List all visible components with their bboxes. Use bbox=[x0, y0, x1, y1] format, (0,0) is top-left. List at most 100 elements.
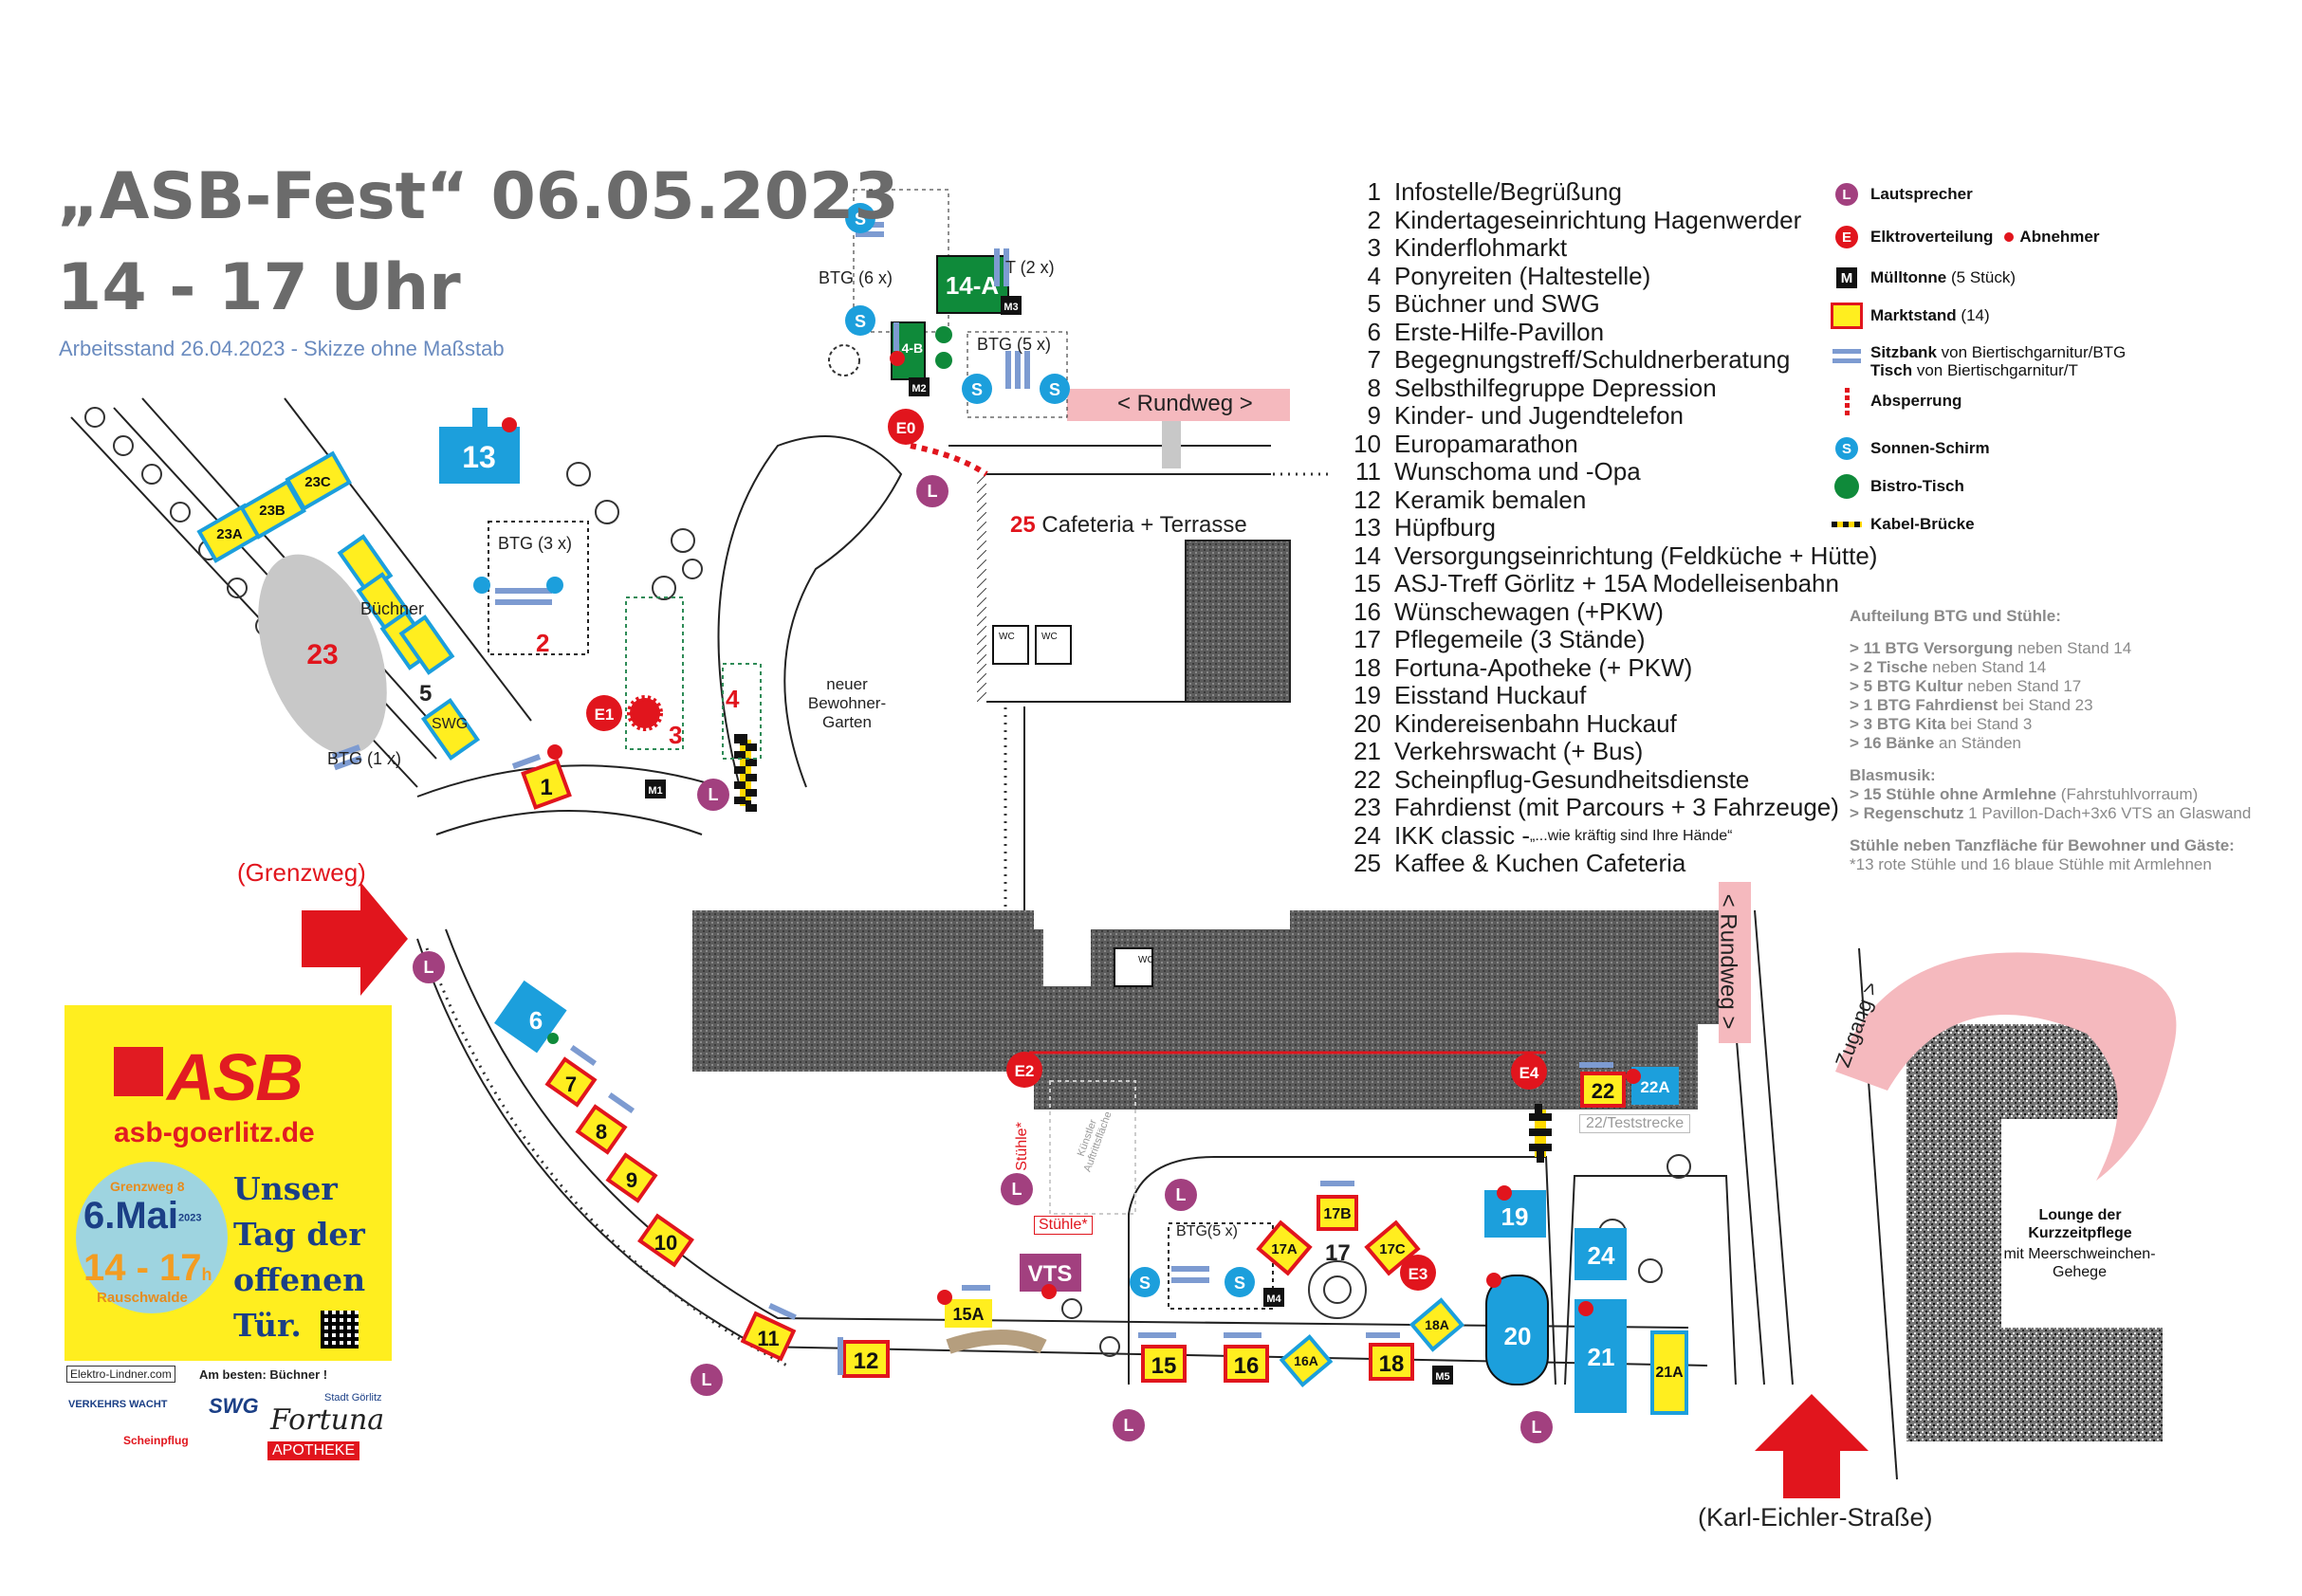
station-number: 11 bbox=[1355, 457, 1381, 486]
poster-time-suffix: h bbox=[201, 1265, 212, 1284]
poster-address: Grenzweg 8 bbox=[110, 1179, 185, 1194]
station-note: „...wie kräftig sind Ihre Hände“ bbox=[1530, 827, 1733, 844]
stand-17a: 17A bbox=[1256, 1220, 1313, 1276]
info-row-bold: > 5 BTG Kultur bbox=[1850, 677, 1963, 695]
station-label: Scheinpflug-Gesundheitsdienste bbox=[1394, 764, 1750, 794]
station-number: 6 bbox=[1367, 317, 1381, 346]
sponsor-stadt: Stadt Görlitz bbox=[324, 1392, 382, 1403]
page-subtitle: Arbeitsstand 26.04.2023 - Skizze ohne Ma… bbox=[59, 337, 505, 360]
btg5-label: BTG (5 x) bbox=[977, 335, 1052, 354]
svg-text:6: 6 bbox=[529, 1006, 543, 1035]
svg-text:24: 24 bbox=[1588, 1241, 1615, 1270]
stand-7: 7 bbox=[544, 1056, 598, 1108]
stand-23-label: 23 bbox=[306, 639, 338, 670]
info-row-bold: > 11 BTG Versorgung bbox=[1850, 639, 2014, 657]
asb-cross-icon bbox=[114, 1047, 163, 1096]
poster-date-text: 6.Mai bbox=[83, 1195, 179, 1237]
svg-text:22A: 22A bbox=[1640, 1078, 1669, 1096]
svg-text:S: S bbox=[1049, 380, 1060, 399]
stand-24 bbox=[1575, 1228, 1627, 1280]
qr-code-icon[interactable] bbox=[321, 1311, 359, 1348]
svg-text:WC: WC bbox=[999, 632, 1015, 642]
stand-16: 16 bbox=[1224, 1345, 1269, 1383]
svg-text:18A: 18A bbox=[1425, 1317, 1449, 1332]
legend-bench-bold: Sitzbank bbox=[1870, 343, 1937, 361]
chairs-heading: Stühle neben Tanzfläche für Bewohner und… bbox=[1850, 836, 2235, 854]
svg-text:L: L bbox=[709, 785, 719, 804]
stand-16a: 16A bbox=[1279, 1333, 1334, 1388]
stand-15: 15 bbox=[1141, 1345, 1187, 1383]
stand-5-label: 5 bbox=[419, 681, 433, 706]
btg5b-label: BTG(5 x) bbox=[1176, 1223, 1238, 1239]
station-number: 8 bbox=[1367, 373, 1381, 402]
legend-bench: Sitzbank von Biertischgarnitur/BTG Tisch… bbox=[1831, 343, 2126, 379]
umbrella-markers: S S S S S S bbox=[473, 203, 1255, 1297]
poster-place: Rauschwalde bbox=[97, 1290, 188, 1306]
svg-text:10: 10 bbox=[654, 1231, 677, 1255]
stand-22: 22 bbox=[1580, 1072, 1626, 1108]
station-label: Kindertageseinrichtung Hagenwerder bbox=[1394, 205, 1802, 234]
stand-10: 10 bbox=[637, 1213, 694, 1268]
svg-text:WC: WC bbox=[1138, 955, 1154, 965]
power-icon: E bbox=[1835, 226, 1858, 248]
legend-bistro: Bistro-Tisch bbox=[1831, 474, 1964, 499]
lounge-title: Lounge der Kurzzeitpflege bbox=[2028, 1207, 2132, 1241]
stand-4-label: 4 bbox=[726, 685, 740, 713]
svg-text:21: 21 bbox=[1588, 1343, 1615, 1371]
legend-cable: Kabel-Brücke bbox=[1831, 512, 1975, 537]
btg-heading: Aufteilung BTG und Stühle: bbox=[1850, 607, 2061, 625]
stuehle-vertical-label: Stühle* bbox=[1013, 1122, 1030, 1171]
legend-speaker-label: Lautsprecher bbox=[1870, 185, 1973, 203]
legend-barrier: Absperrung bbox=[1831, 387, 1961, 415]
svg-text:23A: 23A bbox=[216, 526, 243, 542]
svg-text:L: L bbox=[1012, 1180, 1022, 1199]
svg-text:S: S bbox=[971, 380, 983, 399]
legend-bistro-label: Bistro-Tisch bbox=[1870, 477, 1964, 495]
station-number: 20 bbox=[1354, 708, 1381, 738]
stand-21a: 21A bbox=[1650, 1330, 1688, 1415]
station-number: 9 bbox=[1367, 401, 1381, 430]
svg-text:E4: E4 bbox=[1519, 1064, 1539, 1082]
svg-text:VTS: VTS bbox=[1028, 1261, 1073, 1287]
info-row: > 15 Stühle ohne Armlehne (Fahrstuhlvorr… bbox=[1850, 785, 2251, 804]
info-row: > 3 BTG Kita bei Stand 3 bbox=[1850, 715, 2251, 734]
rundweg-vertical bbox=[1719, 882, 1751, 1043]
bench-icon bbox=[1831, 343, 1863, 368]
lounge-subtitle: mit Meerschweinchen- Gehege bbox=[2003, 1246, 2156, 1280]
info-row-text: bei Stand 3 bbox=[1945, 715, 2033, 733]
title-line-1: „ASB-Fest“ 06.05.2023 bbox=[57, 159, 899, 234]
kurzzeitpflege-building bbox=[1906, 1024, 2163, 1441]
legend-stand-label: Marktstand bbox=[1870, 306, 1957, 324]
station-number: 1 bbox=[1367, 177, 1381, 206]
svg-text:20: 20 bbox=[1504, 1322, 1532, 1350]
event-poster: ASB asb-goerlitz.de Grenzweg 8 6.Mai2023… bbox=[64, 1005, 392, 1361]
station-number: 10 bbox=[1354, 429, 1381, 458]
station-number: 15 bbox=[1354, 569, 1381, 597]
station-number: 17 bbox=[1354, 625, 1381, 653]
svg-text:WC: WC bbox=[1041, 632, 1058, 642]
sponsor-buechner: Am besten: Büchner ! bbox=[199, 1367, 328, 1382]
poster-slogan: Unser Tag der offenen Tür. bbox=[233, 1166, 365, 1348]
svg-text:L: L bbox=[702, 1370, 712, 1389]
stand-2-label: 2 bbox=[536, 629, 550, 657]
svg-text:11: 11 bbox=[757, 1327, 779, 1350]
zugang-arrow bbox=[1835, 952, 2177, 1181]
svg-text:L: L bbox=[424, 958, 434, 977]
station-label: Fortuna-Apotheke (+ PKW) bbox=[1394, 652, 1693, 682]
rundweg-horizontal-label: < Rundweg > bbox=[1117, 391, 1253, 416]
svg-text:17A: 17A bbox=[1271, 1241, 1298, 1257]
cafeteria-number: 25 bbox=[1010, 512, 1036, 538]
station-number: 5 bbox=[1367, 289, 1381, 318]
info-row-text: an Ständen bbox=[1934, 734, 2022, 752]
power-markers: E0 E1 E2 E3 E4 bbox=[586, 409, 1547, 1291]
market-stands: 1 7 8 9 10 11 12 15 16 18 22 17B 17A 17C… bbox=[196, 450, 1688, 1415]
info-row-text: neben Stand 14 bbox=[2013, 639, 2132, 657]
svg-text:L: L bbox=[1532, 1418, 1542, 1437]
rundweg-horizontal bbox=[1067, 389, 1290, 421]
